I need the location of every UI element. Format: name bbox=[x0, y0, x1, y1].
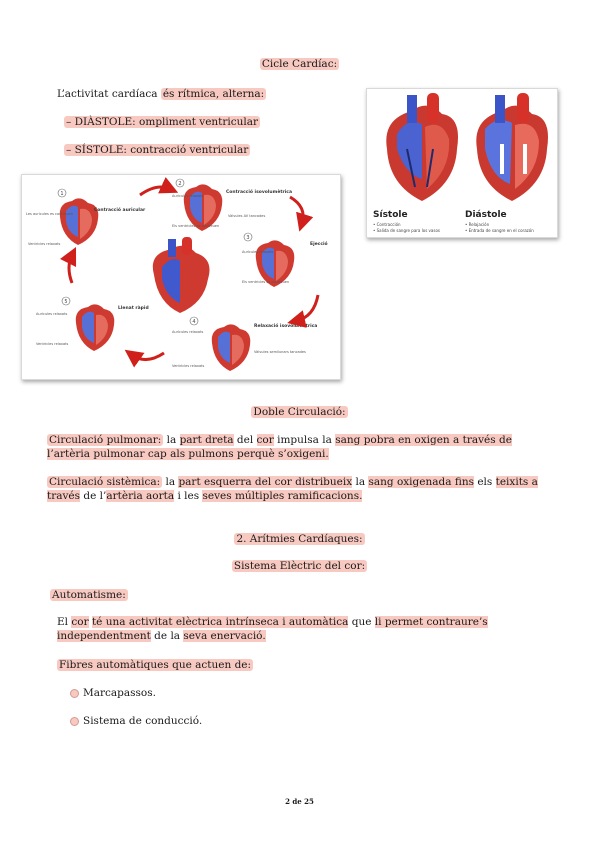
automatisme-paragraph: El cor té una activitat elèctrica intrín… bbox=[57, 616, 488, 642]
svg-text:Vàlvules semilunars tancades: Vàlvules semilunars tancades bbox=[254, 350, 306, 354]
svg-text:Ejecció: Ejecció bbox=[310, 240, 328, 247]
systole-item: – SÍSTOLE: contracció ventricular bbox=[64, 144, 251, 156]
arrow-icon-2 bbox=[289, 195, 314, 232]
cycle-step-4: 5 Llenat ràpid Aurícules relaxats Ventri… bbox=[36, 296, 149, 351]
diastole-item: – DIÀSTOLE: ompliment ventricular bbox=[64, 116, 261, 128]
svg-text:Llenat ràpid: Llenat ràpid bbox=[118, 304, 149, 311]
systole-note-2: • Salida de sangre para los vasos bbox=[373, 228, 440, 233]
svg-text:4: 4 bbox=[192, 319, 195, 325]
systole-diastole-illustration: Sístole • Contracción • Salida de sangre… bbox=[373, 93, 548, 233]
svg-text:Contracció isovolumètrica: Contracció isovolumètrica bbox=[226, 188, 292, 195]
svg-text:Ventricles relaxats: Ventricles relaxats bbox=[172, 364, 204, 368]
cardiac-cycle-diagram: 2 Contracció isovolumètrica Aurícules re… bbox=[26, 177, 328, 371]
section-title-arritmies: 2. Arítmies Cardíaques: bbox=[234, 533, 365, 545]
intro-paragraph: L’activitat cardíaca és rítmica, alterna… bbox=[57, 88, 267, 100]
svg-text:Els ventricles es contreuen: Els ventricles es contreuen bbox=[242, 280, 289, 284]
arrow-icon-4 bbox=[124, 349, 165, 368]
svg-text:2: 2 bbox=[178, 181, 181, 187]
section-subtitle-sistema-electric: Sistema Elèctric del cor: bbox=[231, 560, 368, 572]
systole-note-1: • Contracción bbox=[373, 222, 401, 227]
svg-text:Aurícules relaxats: Aurícules relaxats bbox=[242, 250, 273, 254]
systole-diastole-figure: Sístole • Contracción • Salida de sangre… bbox=[366, 88, 558, 238]
list-item-sistema-conduccio: Sistema de conducció. bbox=[70, 714, 202, 728]
svg-text:Aurícules relaxats: Aurícules relaxats bbox=[36, 312, 67, 316]
cycle-step-2: 3 Ejecció Aurícules relaxats Els ventric… bbox=[242, 232, 328, 287]
automatisme-heading: Automatisme: bbox=[50, 589, 128, 601]
svg-text:Les aurícules es contreuen: Les aurícules es contreuen bbox=[26, 212, 73, 216]
svg-text:Aurícules relaxats: Aurícules relaxats bbox=[172, 330, 203, 334]
section-title-doble-circulacio: Doble Circulació: bbox=[251, 406, 348, 418]
bullet-icon bbox=[70, 688, 79, 698]
svg-text:5: 5 bbox=[64, 299, 67, 305]
cardiac-cycle-figure: 2 Contracció isovolumètrica Aurícules re… bbox=[21, 174, 341, 380]
sistemica-paragraph: Circulació sistèmica: la part esquerra d… bbox=[47, 476, 538, 502]
fibres-intro: Fibres automàtiques que actuen de: bbox=[57, 659, 254, 671]
systole-heart-icon bbox=[386, 93, 458, 201]
diastole-title: Diástole bbox=[465, 210, 507, 220]
diastole-heart-icon bbox=[476, 93, 548, 201]
section-title-cicle-cardiac: Cicle Cardíac: bbox=[259, 58, 340, 70]
cycle-step-1: 2 Contracció isovolumètrica Aurícules re… bbox=[172, 178, 292, 231]
svg-text:Els ventricles es contreuen: Els ventricles es contreuen bbox=[172, 224, 219, 228]
cycle-step-0: 1 Contracció auricular Les aurícules es … bbox=[26, 188, 146, 246]
svg-text:Contracció auricular: Contracció auricular bbox=[94, 206, 146, 213]
arrow-icon-3 bbox=[287, 294, 320, 328]
center-heart-icon bbox=[152, 237, 210, 313]
svg-text:Relaxació isovolumètrica: Relaxació isovolumètrica bbox=[254, 322, 317, 329]
page-number: 2 de 25 bbox=[285, 797, 314, 806]
list-item-marcapassos: Marcapassos. bbox=[70, 686, 156, 700]
svg-text:3: 3 bbox=[246, 235, 249, 241]
pulmonar-paragraph: Circulació pulmonar: la part dreta del c… bbox=[47, 434, 512, 460]
svg-text:Ventricles relaxats: Ventricles relaxats bbox=[28, 242, 60, 246]
arrow-icon-5 bbox=[59, 246, 77, 284]
bullet-icon bbox=[70, 716, 79, 726]
svg-text:Vàlvules AV tancades: Vàlvules AV tancades bbox=[228, 214, 265, 218]
arrow-icon-1 bbox=[139, 177, 179, 197]
svg-text:Aurícules relaxats: Aurícules relaxats bbox=[172, 194, 203, 198]
systole-title: Sístole bbox=[373, 210, 408, 220]
cycle-step-3: 4 Relaxació isovolumètrica Aurícules rel… bbox=[172, 316, 317, 371]
svg-text:Ventricles relaxats: Ventricles relaxats bbox=[36, 342, 68, 346]
diastole-note-2: • Entrada de sangre en el corazón bbox=[465, 228, 534, 233]
svg-text:1: 1 bbox=[60, 191, 63, 197]
diastole-note-1: • Relajación bbox=[465, 222, 490, 227]
